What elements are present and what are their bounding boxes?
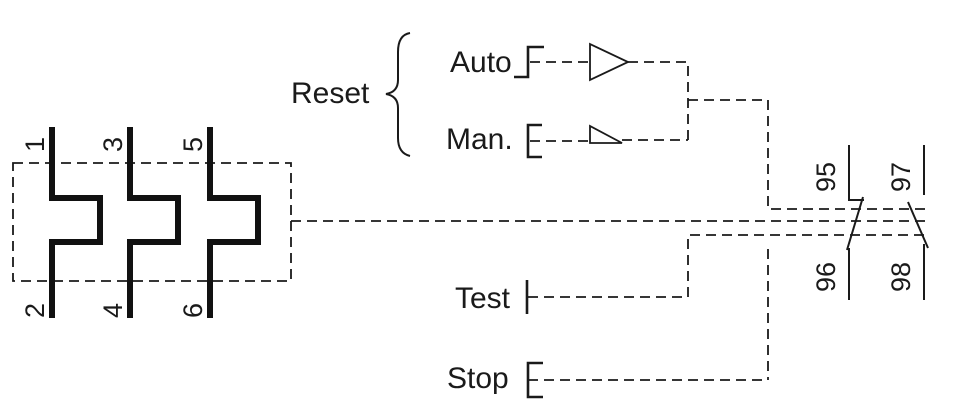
terminal-2-label: 2 bbox=[20, 303, 50, 318]
terminal-96-label: 96 bbox=[811, 262, 841, 292]
auto-reset-button-icon bbox=[514, 45, 544, 79]
terminal-6-label: 6 bbox=[178, 303, 208, 318]
auto-latch-triangle-icon bbox=[589, 42, 631, 82]
mechanical-linkage bbox=[291, 99, 930, 380]
overload-elements: 1 2 3 4 5 6 bbox=[12, 127, 292, 318]
heater-enclosure bbox=[12, 162, 292, 282]
heater-element-5-6 bbox=[207, 127, 261, 318]
manual-reset-button-icon bbox=[526, 123, 542, 159]
reset-linkage-line bbox=[688, 99, 930, 210]
heater-element-1-2 bbox=[49, 127, 103, 318]
test-section: Test bbox=[455, 280, 688, 315]
contact-95-96: 95 96 bbox=[811, 145, 864, 300]
auto-connector-line bbox=[628, 61, 689, 140]
contact-97-98: 97 98 bbox=[886, 145, 929, 300]
terminal-5-label: 5 bbox=[178, 137, 208, 152]
contact-95-upper-icon bbox=[848, 145, 864, 201]
test-label: Test bbox=[455, 282, 511, 315]
stop-label: Stop bbox=[447, 362, 509, 395]
terminal-95-label: 95 bbox=[811, 162, 841, 192]
terminal-4-label: 4 bbox=[98, 303, 128, 318]
reset-section: Reset Auto Man. bbox=[291, 32, 689, 159]
heater-element-3-4 bbox=[127, 127, 181, 318]
contact-97-98-blade-icon bbox=[907, 201, 929, 249]
reset-brace-icon bbox=[385, 32, 411, 157]
terminal-97-label: 97 bbox=[886, 162, 916, 192]
auto-label: Auto bbox=[450, 46, 512, 79]
contact-95-96-blade-icon bbox=[846, 196, 864, 251]
terminal-3-label: 3 bbox=[98, 137, 128, 152]
reset-label: Reset bbox=[291, 77, 370, 110]
manual-label: Man. bbox=[446, 123, 513, 156]
terminal-98-label: 98 bbox=[886, 262, 916, 292]
test-linkage-line bbox=[687, 234, 930, 297]
stop-section: Stop bbox=[447, 361, 768, 399]
terminal-1-label: 1 bbox=[20, 137, 50, 152]
manual-latch-triangle-icon bbox=[589, 124, 623, 144]
